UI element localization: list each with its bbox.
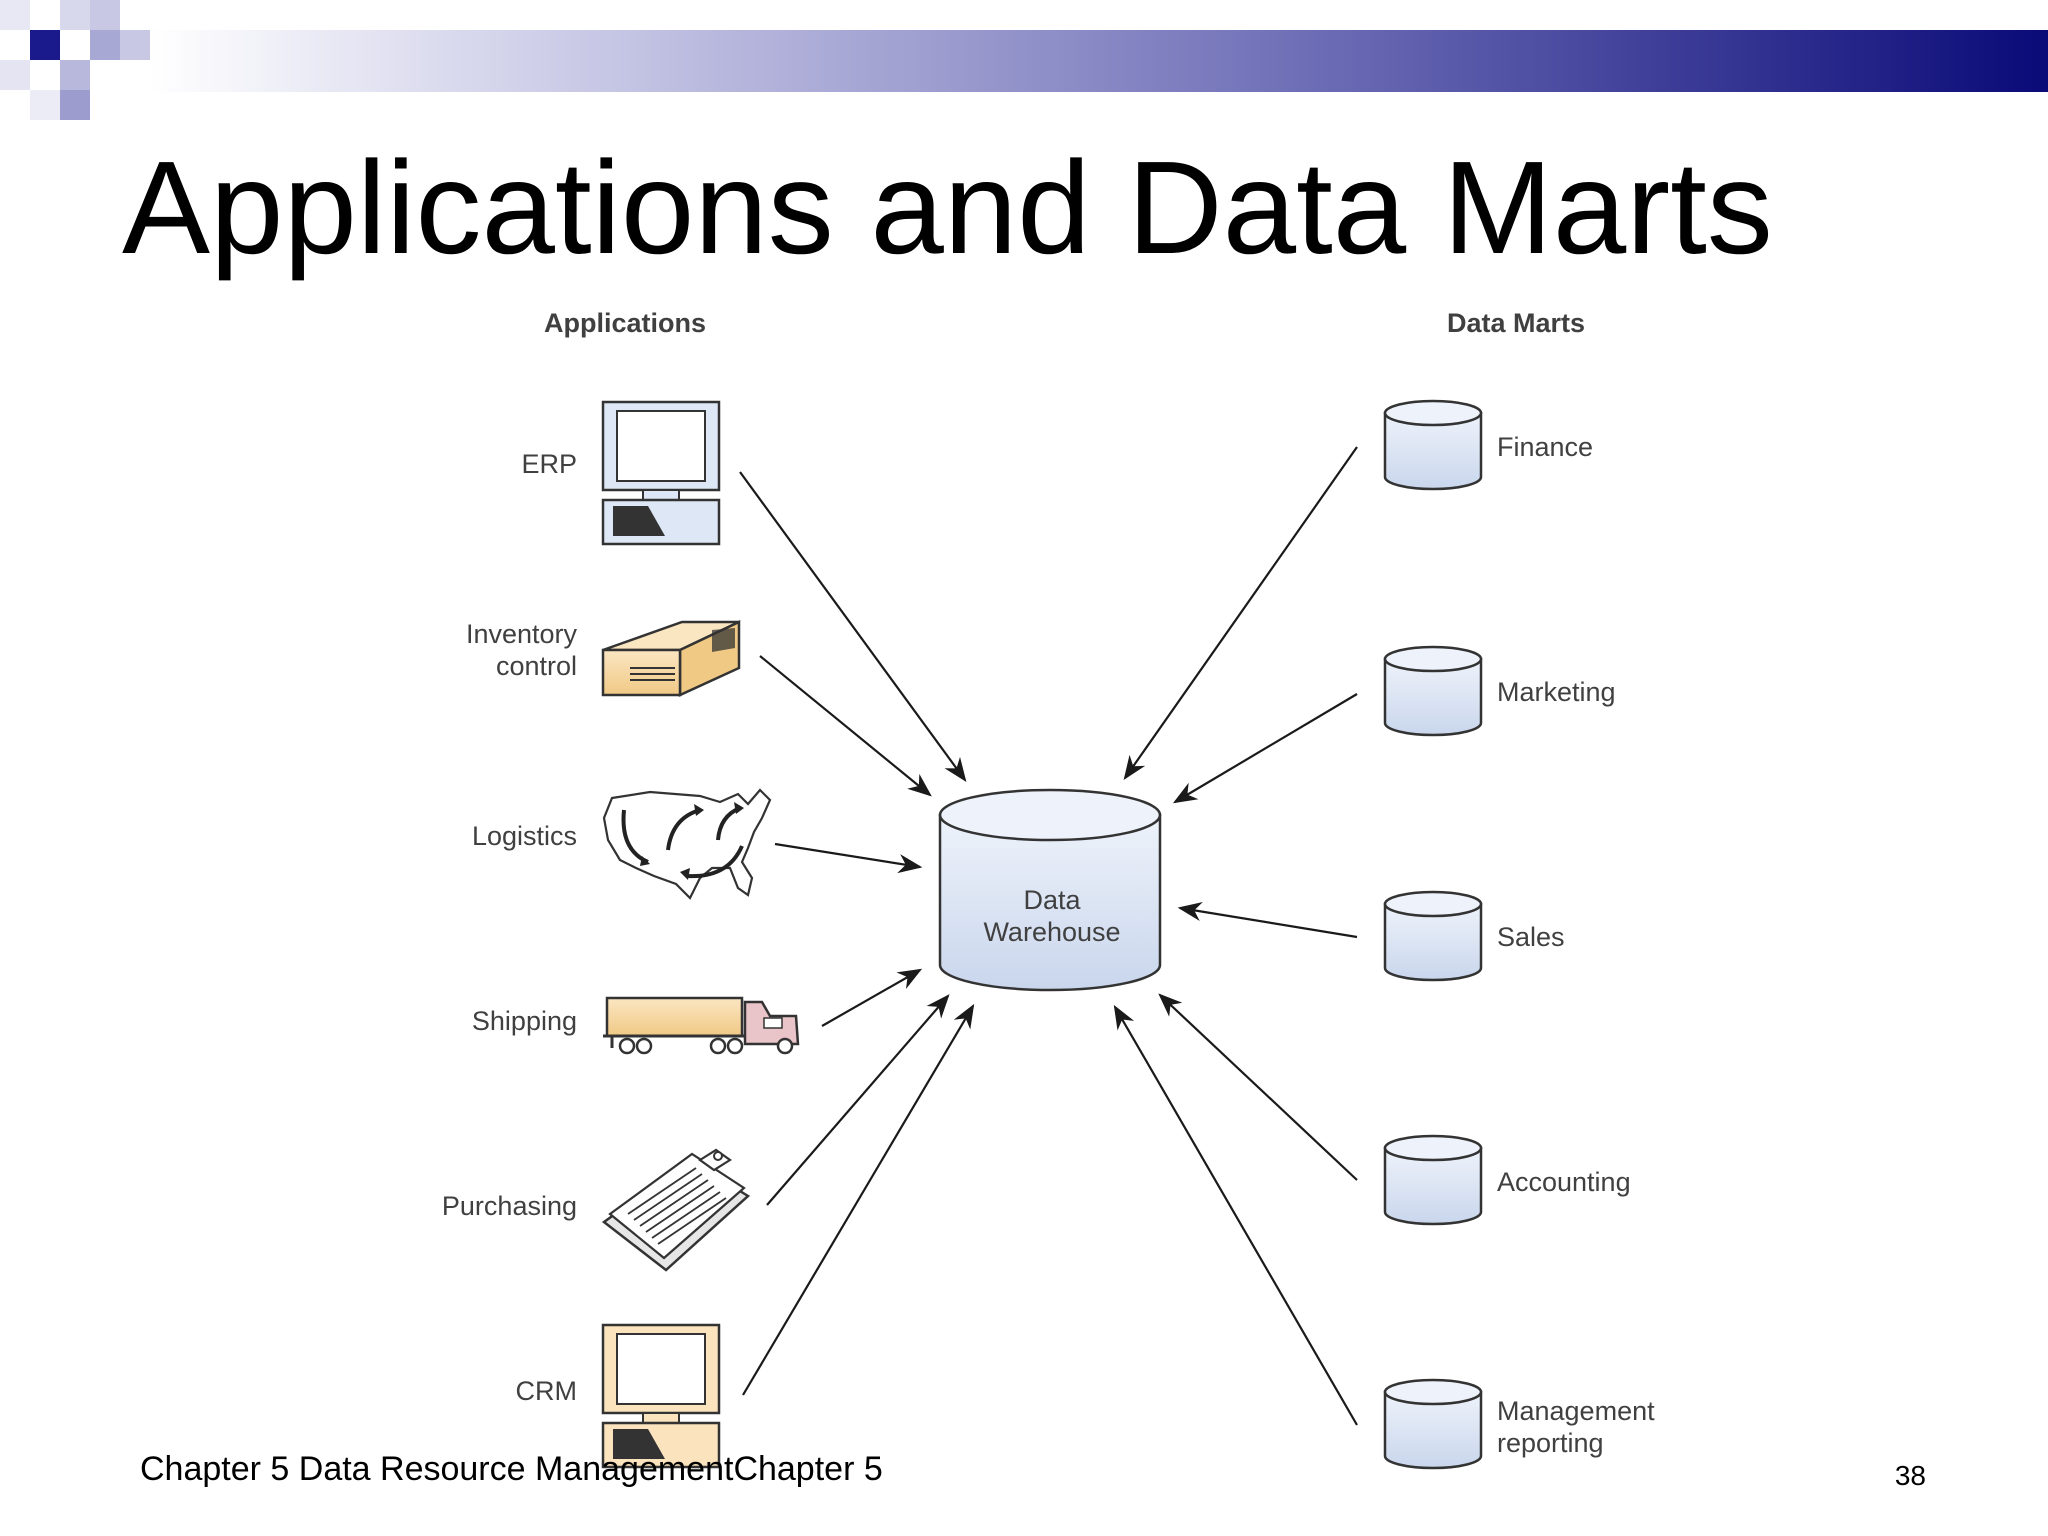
arrow-sales-to-warehouse bbox=[1177, 902, 1358, 939]
database-icon bbox=[1383, 645, 1483, 737]
arrow-crm-to-warehouse bbox=[742, 1003, 975, 1396]
app-label-erp: ERP bbox=[521, 449, 577, 479]
mart-management-reporting: Management reporting bbox=[1383, 1378, 1655, 1470]
mart-sales: Sales bbox=[1383, 890, 1565, 982]
arrow-shipping-to-warehouse bbox=[821, 968, 923, 1027]
arrow-finance-to-warehouse bbox=[1123, 446, 1358, 780]
mart-label-finance: Finance bbox=[1497, 432, 1593, 462]
arrow-marketing-to-warehouse bbox=[1172, 693, 1358, 804]
arrow-accounting-to-warehouse bbox=[1158, 993, 1358, 1181]
app-inventory-control: Inventory control bbox=[466, 619, 741, 697]
mart-finance: Finance bbox=[1383, 399, 1593, 491]
us-map-icon bbox=[602, 788, 772, 900]
slide-footer: Chapter 5 Data Resource ManagementChapte… bbox=[140, 1450, 883, 1488]
computer-icon bbox=[601, 1323, 721, 1469]
app-erp: ERP bbox=[521, 400, 721, 546]
app-logistics: Logistics bbox=[472, 788, 772, 900]
clipboard-icon bbox=[601, 1148, 751, 1272]
mart-marketing: Marketing bbox=[1383, 645, 1616, 737]
app-label-inventory-1: Inventory bbox=[466, 619, 578, 649]
arrow-inventory-to-warehouse bbox=[759, 655, 932, 797]
mart-label-marketing: Marketing bbox=[1497, 677, 1616, 707]
mart-label-accounting: Accounting bbox=[1497, 1167, 1631, 1197]
database-icon bbox=[1383, 1134, 1483, 1226]
app-label-crm: CRM bbox=[516, 1376, 578, 1406]
data-warehouse-cylinder: Data Warehouse bbox=[938, 788, 1162, 992]
warehouse-label-line1: Data bbox=[1023, 885, 1081, 915]
mart-label-sales: Sales bbox=[1497, 922, 1565, 952]
data-marts-heading: Data Marts bbox=[1447, 308, 1585, 338]
app-label-purchasing: Purchasing bbox=[442, 1191, 577, 1221]
box-icon bbox=[601, 620, 741, 697]
header-banner bbox=[0, 0, 2048, 120]
database-icon bbox=[1383, 890, 1483, 982]
arrows bbox=[739, 446, 1358, 1426]
app-crm: CRM bbox=[516, 1323, 721, 1469]
applications-heading: Applications bbox=[544, 308, 706, 338]
mart-accounting: Accounting bbox=[1383, 1134, 1631, 1226]
arrow-purchasing-to-warehouse bbox=[766, 994, 950, 1206]
app-label-shipping: Shipping bbox=[472, 1006, 577, 1036]
database-icon bbox=[1383, 1378, 1483, 1470]
arrow-logistics-to-warehouse bbox=[774, 842, 923, 874]
app-purchasing: Purchasing bbox=[442, 1148, 751, 1272]
app-shipping: Shipping bbox=[472, 996, 800, 1055]
arrow-management-to-warehouse bbox=[1113, 1004, 1358, 1426]
computer-icon bbox=[601, 400, 721, 546]
warehouse-label-line2: Warehouse bbox=[983, 917, 1120, 947]
slide-title: Applications and Data Marts bbox=[122, 134, 1773, 281]
app-label-logistics: Logistics bbox=[472, 821, 577, 851]
database-icon bbox=[1383, 399, 1483, 491]
arrow-erp-to-warehouse bbox=[739, 471, 967, 782]
mart-label-management-1: Management bbox=[1497, 1396, 1655, 1426]
page-number: 38 bbox=[1894, 1460, 1926, 1491]
truck-icon bbox=[603, 996, 800, 1055]
mart-label-management-2: reporting bbox=[1497, 1428, 1604, 1458]
app-label-inventory-2: control bbox=[496, 651, 577, 681]
